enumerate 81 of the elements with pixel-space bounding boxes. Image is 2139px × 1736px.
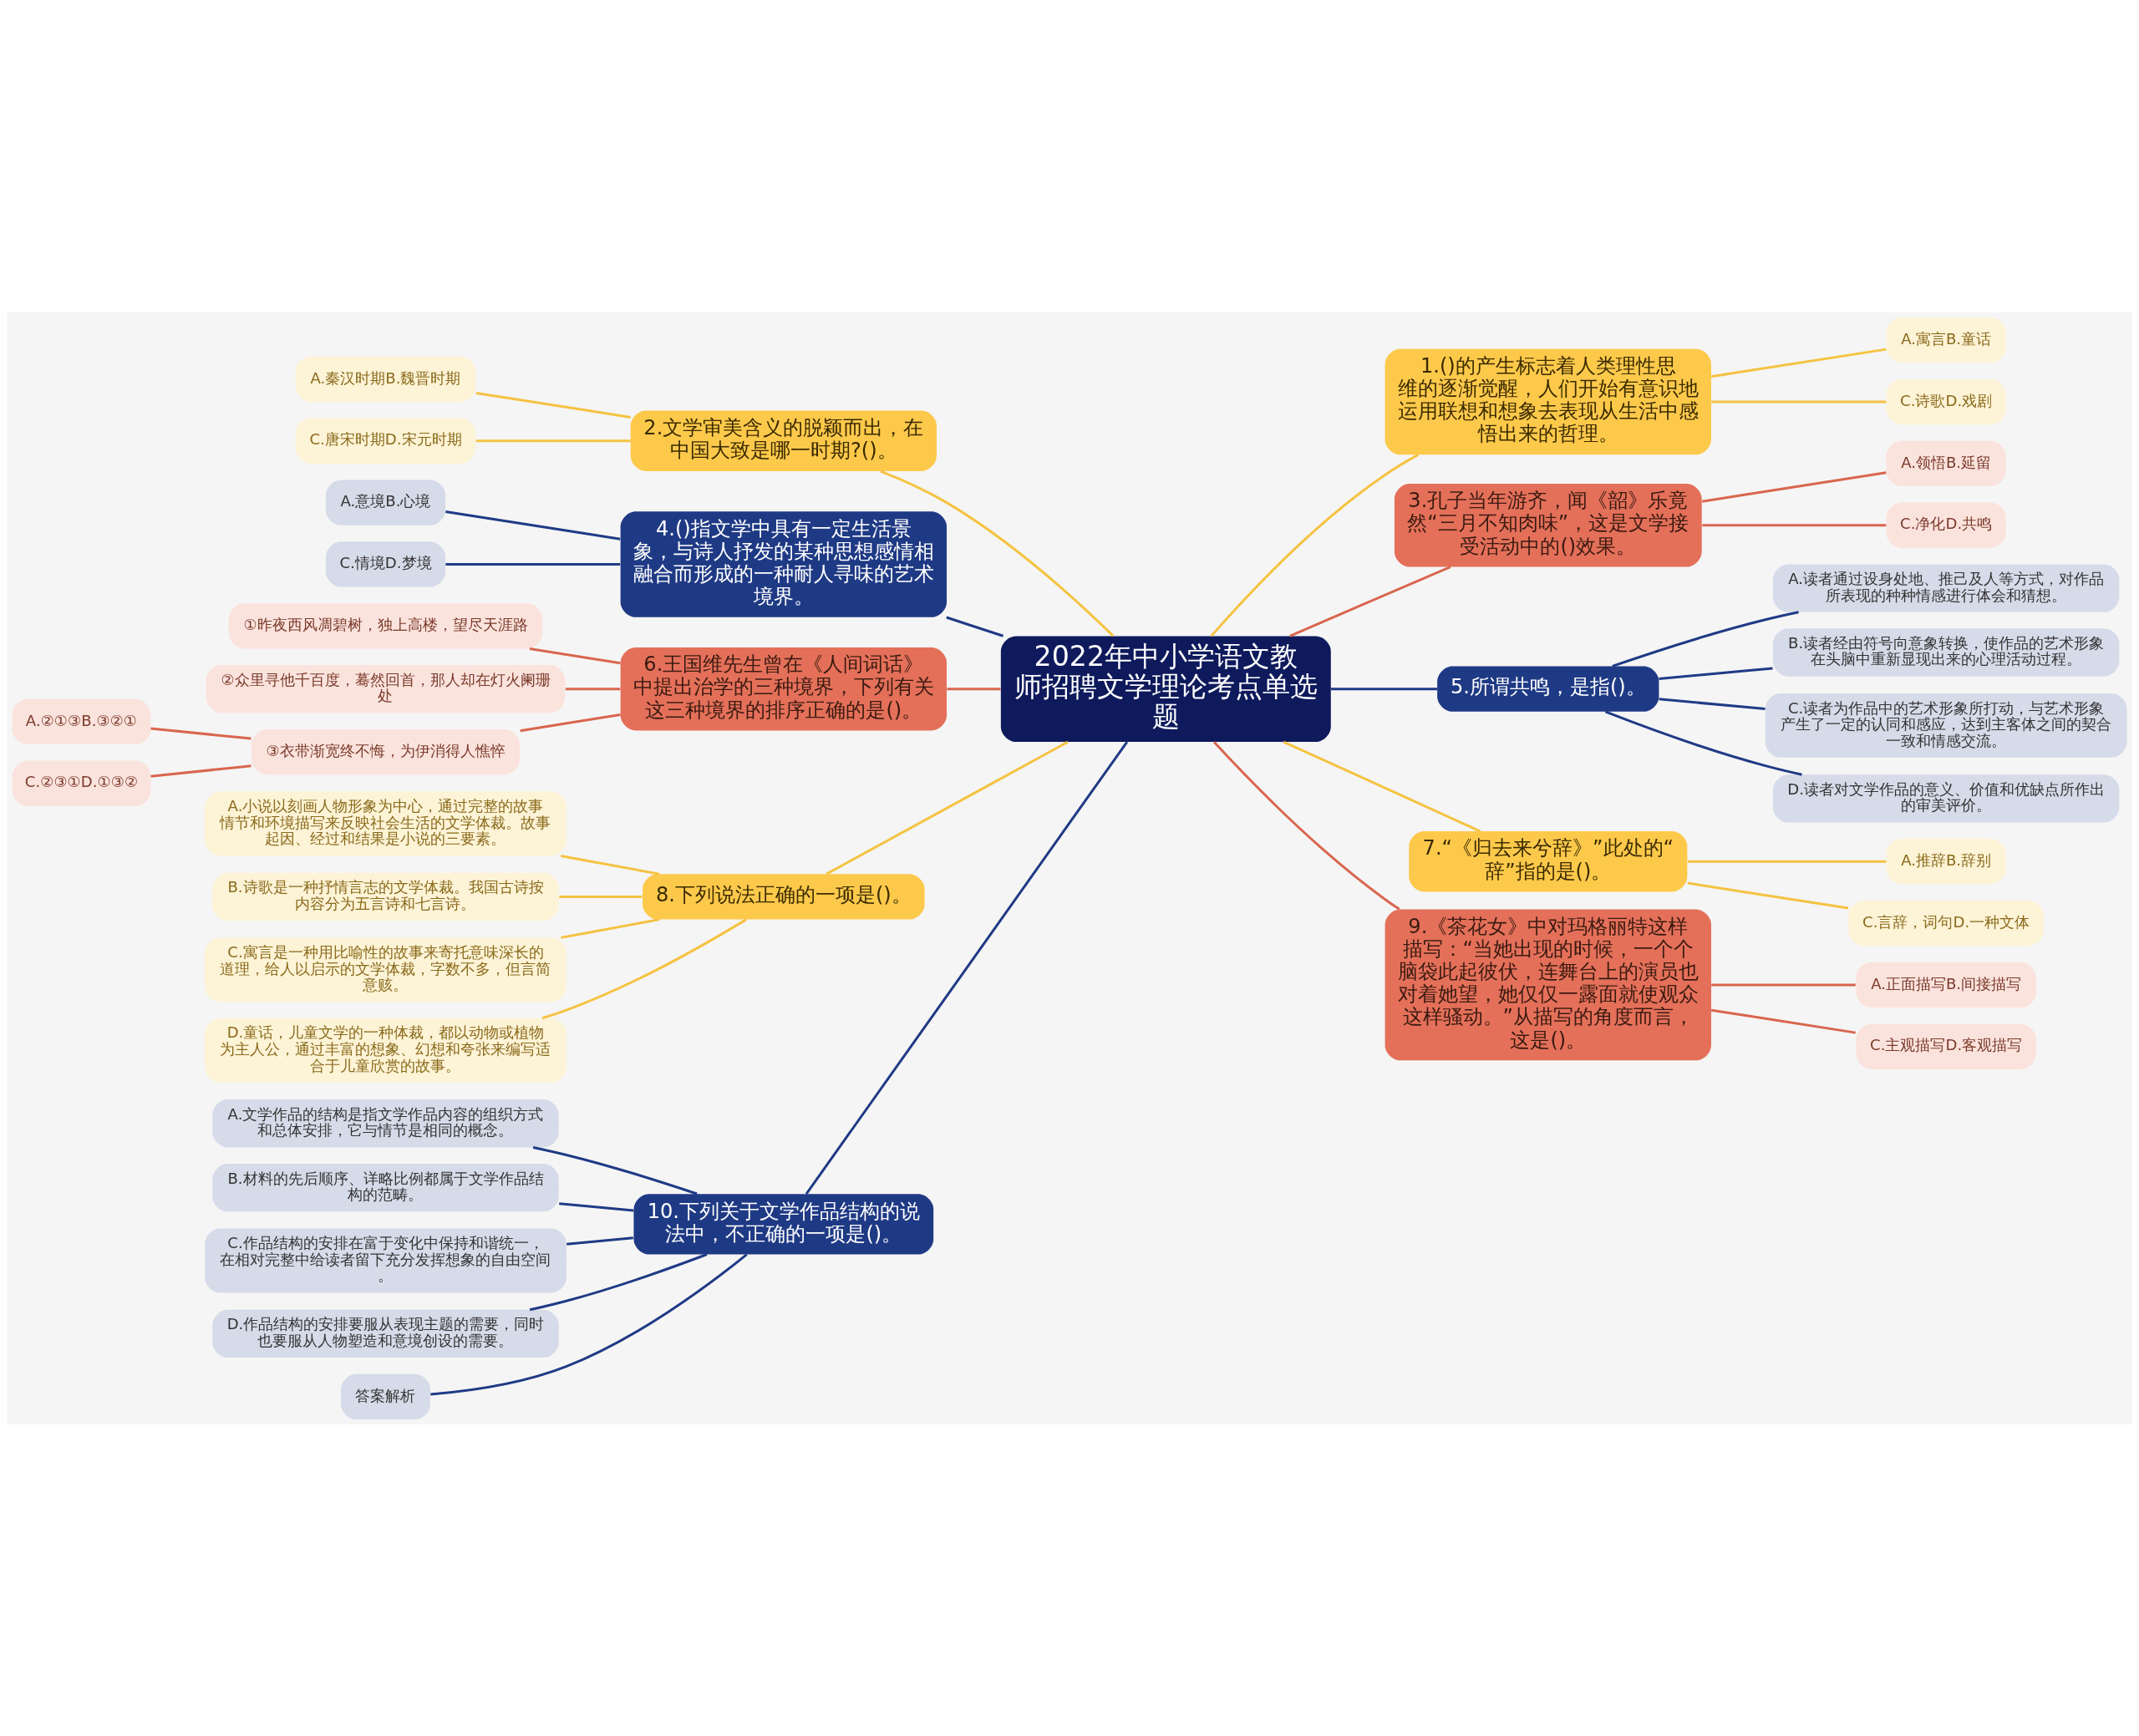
connector <box>1330 687 1438 690</box>
connector <box>946 616 1004 637</box>
node-box: B.材料的先后顺序、详略比例都属于文学作品结构的范畴。 <box>212 1163 559 1211</box>
node-box: 4.()指文学中具有一定生活景象，与诗人抒发的某种思想感情相融合而形成的一种耐人寻味的艺术境界。 <box>620 510 948 617</box>
connector <box>1702 470 1887 503</box>
connector <box>150 727 251 740</box>
connector <box>805 740 1129 1195</box>
node-box: A.读者通过设身处地、推己及人等方式，对作品所表现的种种情感进行体会和猜想。 <box>1772 563 2120 612</box>
connector <box>1213 740 1400 911</box>
node-box: A.②①③B.③②① <box>12 698 151 744</box>
connector <box>565 687 621 690</box>
node-box: A.文学作品的结构是指文学作品内容的组织方式和总体安排，它与情节是相同的概念。 <box>212 1099 559 1147</box>
node-box: 10.下列关于文学作品结构的说法中，不正确的一项是()。 <box>633 1193 934 1254</box>
connector <box>529 1252 708 1311</box>
node-box: A.寓言B.童话 <box>1886 317 2006 363</box>
node-box: D.作品结构的安排要服从表现主题的需要，同时也要服从人物塑造和意境创设的需要。 <box>212 1309 559 1358</box>
connector <box>430 1252 748 1396</box>
connector <box>1289 565 1451 637</box>
node-box: C.唐宋时期D.宋元时期 <box>295 418 476 464</box>
node-box: ③衣带渐宽终不悔，为伊消得人憔悴 <box>251 728 521 774</box>
node-box: A.正面描写B.间接描写 <box>1856 962 2036 1008</box>
connector <box>1612 610 1799 667</box>
node-box: 6.王国维先生曾在《人间词话》中提出治学的三种境界，下列有关这三种境界的排序正确的是()。 <box>620 647 948 730</box>
connector <box>567 1236 633 1246</box>
node-box: C.读者为作品中的艺术形象所打动，与艺术形象产生了一定的认同和感应，达到主客体之间的契合一致和情感交流。 <box>1765 693 2127 758</box>
connector <box>150 764 251 778</box>
connector <box>520 713 621 732</box>
node-box: ②众里寻他千百度，蓦然回首，那人却在灯火阑珊处 <box>206 664 566 713</box>
connector <box>1710 348 1887 378</box>
node-box: B.读者经由符号向意象转换，使作品的艺术形象在头脑中重新显现出来的心理活动过程。 <box>1772 627 2120 677</box>
connector <box>559 895 643 898</box>
connector <box>1710 1008 1857 1034</box>
connector <box>561 854 660 876</box>
node-box: D.童话，儿童文学的一种体裁，都以动物或植物为主人公，通过丰富的想象、幻想和夸张来编写适合于儿童欣赏的故事。 <box>205 1018 567 1083</box>
node-box: C.②③①D.①③② <box>12 760 151 806</box>
connector <box>1283 740 1481 832</box>
connector <box>475 391 631 419</box>
node-box: C.情境D.梦境 <box>325 541 446 587</box>
node-box: 9.《茶花女》中对玛格丽特这样描写：“当她出现的时候，一个个脑袋此起彼伏，连舞台上的演员也对着她望，她仅仅一露面就使观众这样骚动。”从描写的角度而言，这是()。 <box>1385 909 1711 1060</box>
node-box: A.意境B.心境 <box>325 480 446 525</box>
connector <box>532 1145 698 1195</box>
node-box: A.小说以刻画人物形象为中心，通过完整的故事情节和环境描写来反映社会生活的文学体裁。故事起因、经过和结果是小说的三要素。 <box>205 791 567 855</box>
node-box: C.诗歌D.戏剧 <box>1886 378 2006 424</box>
node-box: A.领悟B.延留 <box>1886 440 2006 486</box>
connector <box>1702 523 1887 526</box>
node-box: C.主观描写D.客观描写 <box>1856 1023 2036 1069</box>
connector <box>541 917 747 1019</box>
connector <box>1210 453 1420 637</box>
node-box: A.推辞B.辞别 <box>1886 838 2006 884</box>
connector <box>1687 860 1887 863</box>
node-box: 3.孔子当年游齐，闻《韶》乐竟然“三月不知肉味”，这是文学接受活动中的()效果。 <box>1394 483 1702 566</box>
connector <box>561 917 660 939</box>
connector <box>1687 881 1849 909</box>
connector <box>1659 697 1766 710</box>
node-box: B.诗歌是一种抒情言志的文学体裁。我国古诗按内容分为五言诗和七言诗。 <box>212 872 559 921</box>
node-box: C.言辞，词句D.一种文体 <box>1848 900 2044 946</box>
node-box: C.寓言是一种用比喻性的故事来寄托意味深长的道理，给人以启示的文学体裁，字数不多，但言简意赅。 <box>205 937 567 1002</box>
connector <box>1711 400 1887 404</box>
connector <box>880 470 1115 637</box>
node-box: A.秦汉时期B.魏晋时期 <box>295 356 476 402</box>
connector <box>559 1201 634 1211</box>
node-box: 2022年中小学语文教师招聘文学理论考点单选题 <box>1000 635 1331 742</box>
connector <box>947 687 1001 690</box>
node-box: C.作品结构的安排在富于变化中保持和谐统一，在相对完整中给读者留下充分发挥想象的自由空间。 <box>205 1228 567 1292</box>
connector <box>826 740 1069 875</box>
node-box: 2.文学审美含义的脱颖而出，在中国大致是哪一时期?()。 <box>630 410 937 471</box>
connector <box>529 647 621 664</box>
node-box: 5.所谓共鸣，是指()。 <box>1437 666 1659 712</box>
connector <box>445 510 621 541</box>
node-box: 1.()的产生标志着人类理性思维的逐渐觉醒，人们开始有意识地运用联想和想象去表现从生活中感悟出来的哲理。 <box>1385 348 1711 454</box>
connector <box>445 562 621 566</box>
connector <box>475 439 631 442</box>
node-box: 答案解析 <box>341 1373 430 1419</box>
node-box: ①昨夜西风凋碧树，独上高楼，望尽天涯路 <box>228 602 543 648</box>
connector <box>1604 710 1802 776</box>
node-box: 7.“《归去来兮辞》”此处的“辞”指的是()。 <box>1409 830 1688 891</box>
connector <box>1659 667 1773 680</box>
node-box: C.净化D.共鸣 <box>1886 502 2006 548</box>
connector <box>1711 982 1856 986</box>
node-box: D.读者对文学作品的意义、价值和优缺点所作出的审美评价。 <box>1772 774 2120 822</box>
node-box: 8.下列说法正确的一项是()。 <box>643 873 925 920</box>
